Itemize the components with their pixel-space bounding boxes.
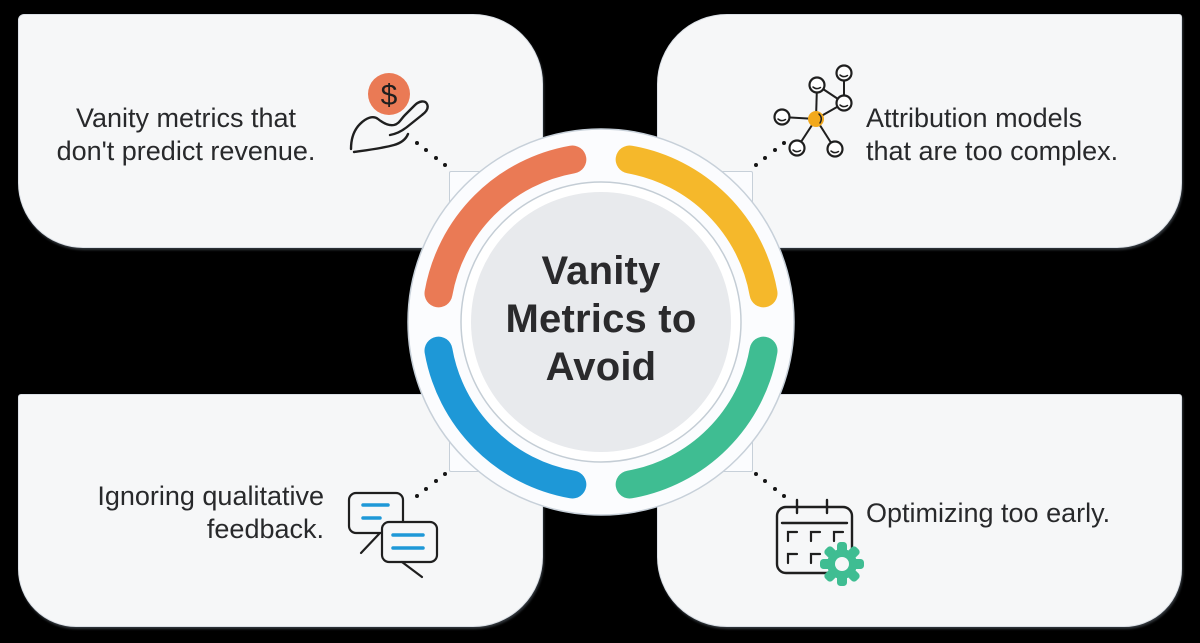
- chat-bubble-front: [380, 520, 439, 564]
- calendar-body: [775, 505, 854, 575]
- hand-palm-line: [352, 132, 410, 154]
- diagram-title-line: Metrics to: [505, 297, 697, 341]
- diagram-title: Vanity Metrics to Avoid: [451, 247, 751, 391]
- quadrant-label: Attribution models that are too complex.: [866, 102, 1176, 168]
- quadrant-label: Ignoring qualitative feedback.: [34, 480, 324, 546]
- label-line: Vanity metrics that: [75, 103, 297, 133]
- dotted-connector: [415, 141, 447, 167]
- label-line: Ignoring qualitative: [97, 481, 324, 511]
- chat-bubble-front-tail: [400, 560, 424, 579]
- attribution-network-icon: [773, 64, 853, 158]
- chat-bubble-back: [347, 491, 405, 535]
- label-line: that are too complex.: [866, 136, 1119, 166]
- dollar-coin: [368, 73, 410, 115]
- quadrant-label: Vanity metrics that don't predict revenu…: [40, 102, 332, 168]
- label-line: Optimizing too early.: [866, 498, 1111, 528]
- diagram-title-line: Vanity: [541, 249, 661, 293]
- label-line: Attribution models: [866, 103, 1083, 133]
- chat-bubbles-icon: [347, 491, 439, 579]
- network-nodes: [773, 64, 853, 158]
- dollar-sign: $: [381, 79, 398, 112]
- gear-glyph: [820, 542, 864, 586]
- dotted-connector: [754, 141, 786, 167]
- hub-circle-graphic: [407, 128, 795, 516]
- calendar-gear-icon: [775, 498, 864, 586]
- calendar-grid-marks: [786, 530, 845, 565]
- money-hand-icon: $: [349, 73, 429, 154]
- arc-orange-top-left: [424, 145, 587, 308]
- hand-outline: [349, 100, 429, 151]
- hub-inner-disc: [471, 192, 731, 452]
- label-line: feedback.: [206, 514, 324, 544]
- chat-bubble-back-tail: [359, 532, 381, 555]
- quadrant-label: Optimizing too early.: [866, 497, 1176, 530]
- arc-blue-bottom-left: [424, 336, 587, 499]
- label-line: don't predict revenue.: [56, 136, 316, 166]
- diagram-title-line: Avoid: [545, 345, 657, 389]
- dotted-connector: [754, 472, 786, 498]
- dotted-connector: [415, 472, 447, 498]
- arc-green-bottom-right: [615, 336, 778, 499]
- arc-yellow-top-right: [615, 145, 778, 308]
